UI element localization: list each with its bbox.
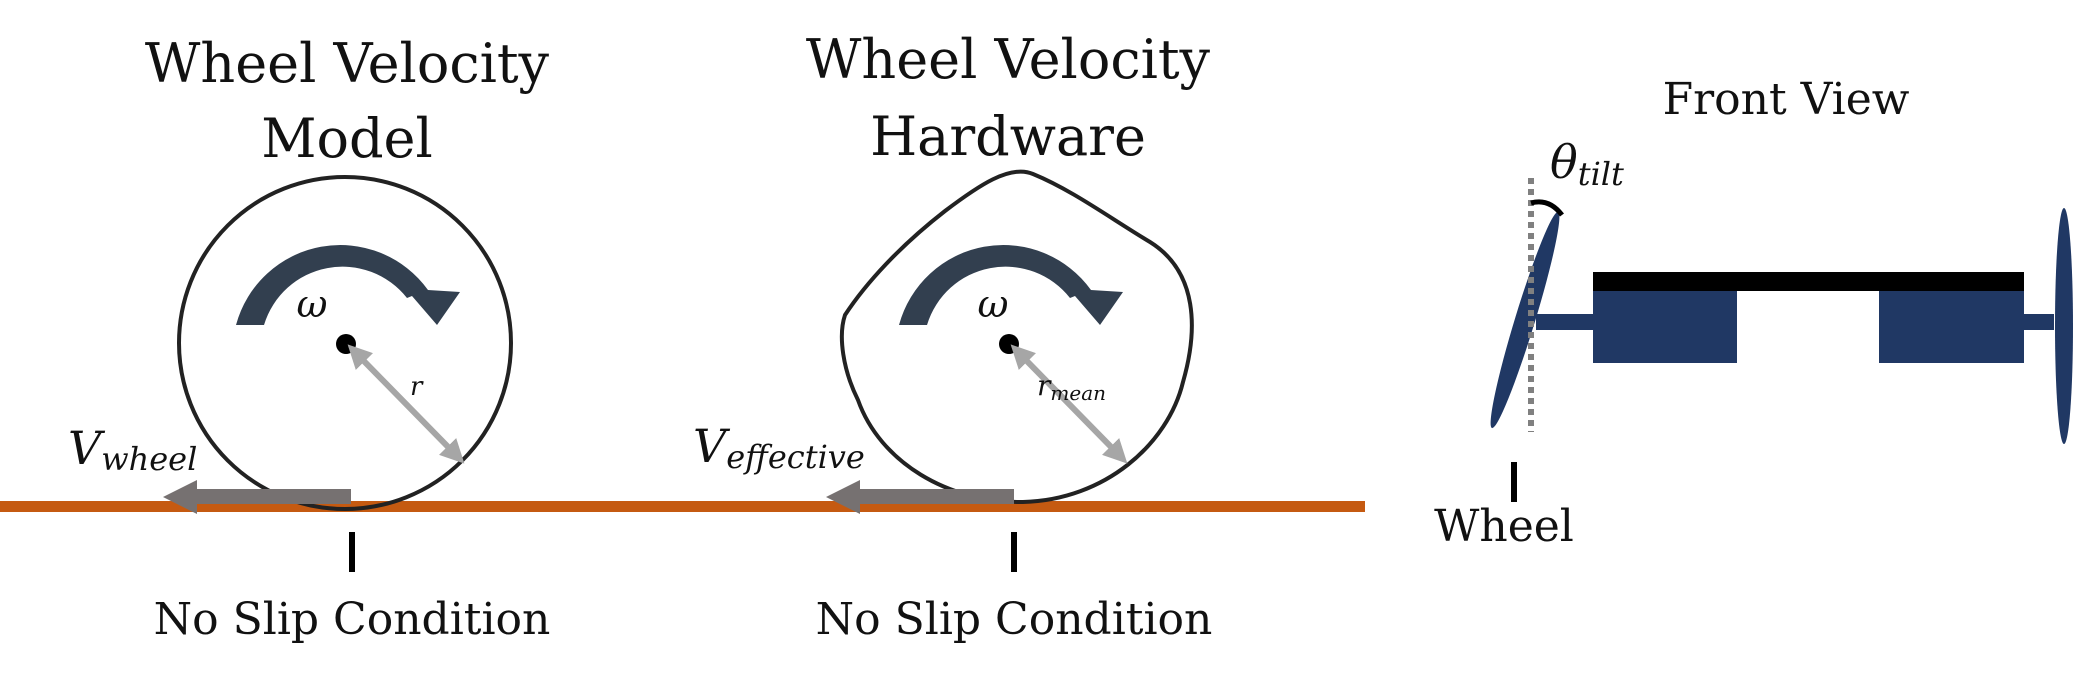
model-wheel-circle [177,175,513,511]
model-center-dot [336,334,356,354]
ground-line [0,501,1365,512]
hardware-wheel-shape [839,169,1194,505]
model-contact-tick [349,532,355,572]
model-title-line2: Model [261,107,433,170]
left-motor-block [1593,291,1737,363]
right-wheel [2055,208,2073,444]
panel-model: Wheel Velocity Model ω r Vwheel No Slip … [68,32,550,645]
panel-front-view: Front View θtilt Wheel [1434,74,2073,552]
panel-hardware: Wheel Velocity Hardware ω rmean Veffecti… [693,28,1212,645]
hardware-velocity-label: Veffective [693,419,865,476]
hardware-radius-arrow [1010,344,1128,464]
hardware-title-line2: Hardware [870,105,1146,168]
right-motor-block [1879,291,2024,363]
left-axle [1536,314,1593,330]
hardware-radius-label: rmean [1037,369,1106,405]
model-radius-label: r [410,372,424,402]
left-tilted-wheel [1490,211,1560,429]
model-rotation-arrow [236,245,460,325]
hardware-title-line1: Wheel Velocity [806,28,1211,91]
tilt-angle-label: θtilt [1550,135,1624,193]
hardware-caption: No Slip Condition [816,594,1213,645]
model-velocity-label: Vwheel [68,421,197,478]
hardware-rotation-arrow [899,245,1123,325]
model-title-line1: Wheel Velocity [145,32,550,95]
hardware-contact-tick [1011,532,1017,572]
tilt-angle-arc [1530,199,1564,217]
wheel-tick [1511,462,1517,502]
front-view-title: Front View [1663,74,1910,125]
right-axle [2024,314,2054,330]
wheel-label: Wheel [1434,501,1574,552]
hardware-velocity-arrow [826,480,1014,514]
hardware-center-dot [999,334,1019,354]
model-caption: No Slip Condition [154,594,551,645]
model-velocity-arrow [163,480,351,514]
hardware-omega-label: ω [978,282,1009,326]
chassis-bar [1593,272,2024,291]
model-radius-arrow [347,344,465,464]
model-omega-label: ω [297,282,328,326]
